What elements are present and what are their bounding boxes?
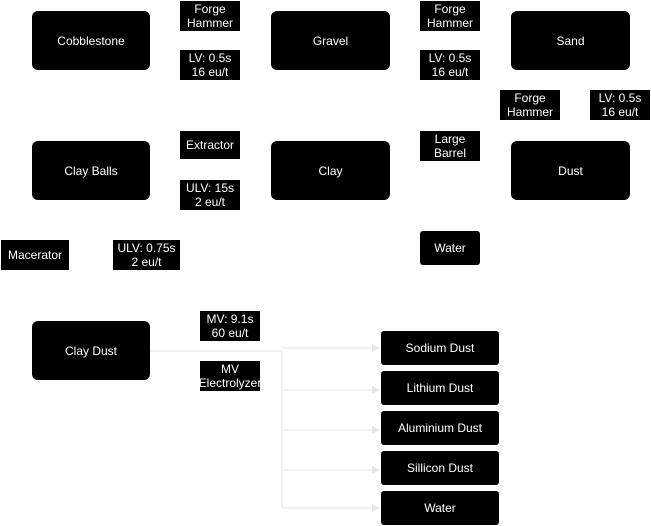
arrow-sillicon-dust — [372, 466, 380, 474]
node-clay-balls[interactable]: Clay Balls — [32, 141, 150, 200]
label-forge-hammer-3: Forge Hammer — [500, 90, 560, 120]
label-macerator: Macerator — [1, 240, 69, 270]
label-water-input: Water — [420, 231, 480, 265]
arrow-lithium-dust — [372, 386, 380, 394]
label-macerator-stats: ULV: 0.75s 2 eu/t — [113, 240, 180, 270]
label-electrolyzer: MV Electrolyzer — [198, 361, 262, 391]
node-clay-dust[interactable]: Clay Dust — [32, 321, 150, 380]
node-dust[interactable]: Dust — [511, 141, 630, 200]
label-extractor-stats: ULV: 15s 2 eu/t — [180, 180, 240, 210]
node-clay[interactable]: Clay — [271, 141, 390, 200]
output-sillicon-dust[interactable]: Sillicon Dust — [381, 451, 499, 485]
label-forge-hammer-1-stats: LV: 0.5s 16 eu/t — [180, 50, 240, 80]
label-large-barrel: Large Barrel — [420, 131, 480, 161]
label-electrolyzer-stats: MV: 9.1s 60 eu/t — [200, 311, 260, 341]
arrow-water-output — [372, 504, 380, 512]
label-extractor: Extractor — [180, 131, 240, 159]
label-forge-hammer-2: Forge Hammer — [420, 1, 480, 31]
output-aluminium-dust[interactable]: Aluminium Dust — [381, 411, 499, 445]
output-sodium-dust[interactable]: Sodium Dust — [381, 331, 499, 365]
output-water[interactable]: Water — [381, 491, 499, 525]
node-cobblestone[interactable]: Cobblestone — [32, 11, 150, 70]
node-gravel[interactable]: Gravel — [271, 11, 390, 70]
output-lithium-dust[interactable]: Lithium Dust — [381, 371, 499, 405]
node-sand[interactable]: Sand — [511, 11, 630, 70]
label-forge-hammer-3-stats: LV: 0.5s 16 eu/t — [590, 90, 650, 120]
label-forge-hammer-2-stats: LV: 0.5s 16 eu/t — [420, 50, 480, 80]
arrow-sodium-dust — [372, 344, 380, 352]
arrow-aluminium-dust — [372, 426, 380, 434]
label-forge-hammer-1: Forge Hammer — [180, 1, 240, 31]
